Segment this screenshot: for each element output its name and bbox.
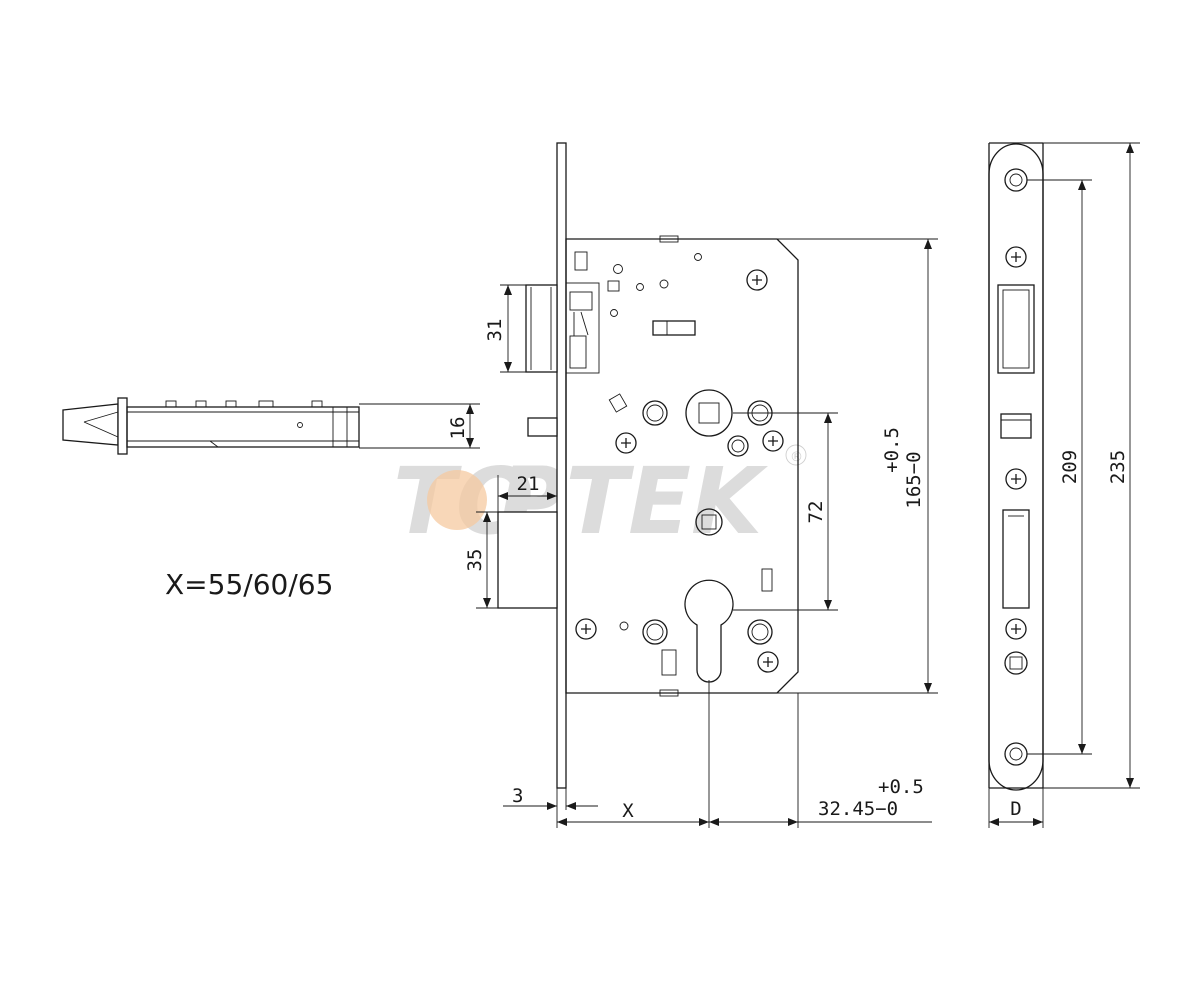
watermark-accent-dot bbox=[427, 470, 487, 530]
screw-icon bbox=[1005, 246, 1027, 640]
dim-spindle-cylinder: 72 bbox=[733, 412, 838, 611]
brand-watermark: TO PTEK ® bbox=[393, 444, 807, 555]
faceplate-edge bbox=[556, 142, 567, 789]
registered-mark: ® bbox=[790, 450, 803, 465]
cylinder-keyhole bbox=[684, 579, 734, 683]
lock-body-side-view bbox=[497, 142, 799, 789]
dim-label-21: 21 bbox=[517, 473, 540, 495]
dim-label-3245-tol: +0.5 bbox=[878, 776, 924, 798]
dim-label-165-tol: +0.5 bbox=[881, 427, 903, 473]
dim-label-31: 31 bbox=[484, 319, 506, 342]
dim-label-3: 3 bbox=[512, 785, 523, 807]
dim-faceplate-width: D bbox=[988, 788, 1044, 828]
dim-faceplate-length: 235 bbox=[1043, 142, 1140, 789]
spindle-follower bbox=[685, 389, 733, 437]
dim-label-165: 165−0 bbox=[903, 451, 925, 508]
dim-bolt-thickness: 16 bbox=[359, 403, 480, 449]
dim-label-235: 235 bbox=[1107, 450, 1129, 484]
dim-label-d: D bbox=[1010, 798, 1021, 820]
screw-icon bbox=[575, 269, 784, 673]
dim-label-16: 16 bbox=[447, 417, 469, 440]
faceplate-front-view bbox=[988, 142, 1044, 791]
dim-label-209: 209 bbox=[1059, 450, 1081, 484]
dim-screw-pitch: 209 bbox=[1027, 179, 1092, 755]
dim-bolt-width: 21 bbox=[497, 473, 558, 512]
dim-bottom: 3 X +0.5 32.45−0 bbox=[503, 680, 932, 828]
dim-label-35: 35 bbox=[464, 549, 486, 572]
dim-label-3245: 32.45−0 bbox=[818, 798, 898, 820]
backset-formula: X=55/60/65 bbox=[165, 568, 333, 601]
dim-case-height: +0.5 165−0 bbox=[777, 238, 938, 694]
dim-bolt-height: 35 bbox=[464, 511, 498, 609]
dim-latch: 31 bbox=[484, 284, 526, 373]
dim-label-x: X bbox=[622, 800, 634, 822]
registered-mark-icon bbox=[785, 444, 807, 466]
lock-top-view bbox=[62, 397, 360, 455]
dim-label-72: 72 bbox=[805, 501, 827, 524]
